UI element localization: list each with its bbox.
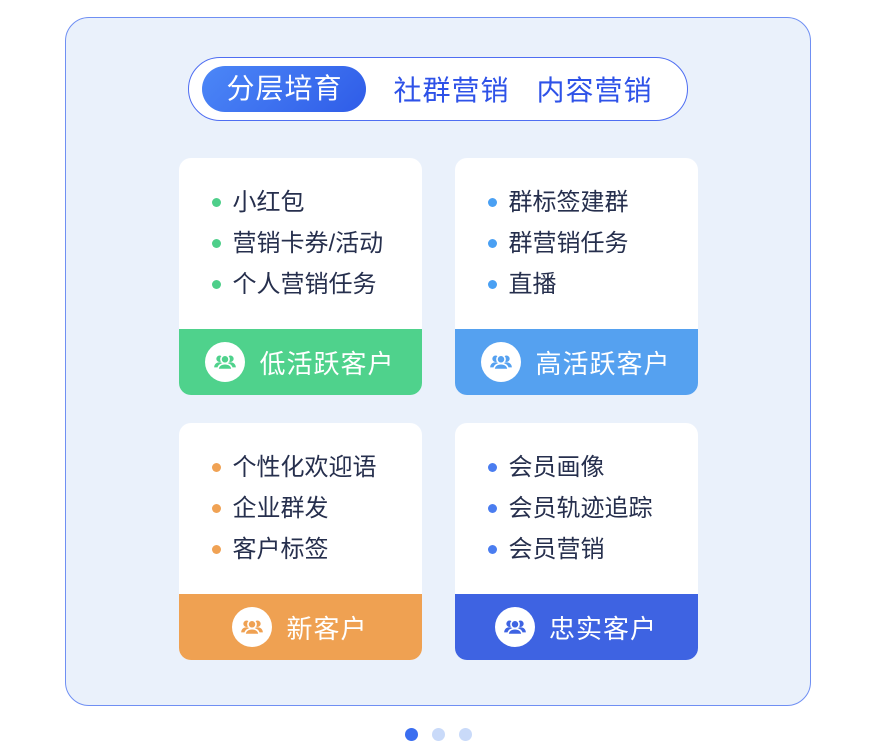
list-item: 营销卡券/活动	[212, 223, 422, 264]
segment-banner-label: 低活跃客户	[259, 348, 395, 379]
pagination-dot-1[interactable]	[404, 728, 418, 741]
list-item: 群营销任务	[488, 223, 698, 264]
pagination-dot-2[interactable]	[431, 728, 445, 741]
list-item: 个性化欢迎语	[212, 447, 422, 488]
segment-banner-loyal-customer: 忠实客户	[454, 594, 698, 660]
list-item: 群标签建群	[488, 182, 698, 223]
pagination-dot-3[interactable]	[458, 728, 472, 741]
feature-list: 小红包 营销卡券/活动 个人营销任务	[179, 158, 422, 329]
segment-banner-high-activity: 高活跃客户	[454, 329, 698, 395]
list-item: 会员轨迹追踪	[488, 488, 698, 529]
tab-layered-cultivation[interactable]: 分层培育	[202, 66, 367, 112]
segment-banner-low-activity: 低活跃客户	[178, 329, 422, 395]
tab-content-marketing[interactable]: 内容营销	[536, 75, 653, 106]
list-item: 客户标签	[212, 529, 422, 570]
segment-banner-label: 忠实客户	[548, 613, 657, 644]
tab-community-marketing[interactable]: 社群营销	[393, 75, 510, 106]
list-item: 会员画像	[488, 447, 698, 488]
card-grid: 小红包 营销卡券/活动 个人营销任务 低活跃客户	[178, 158, 698, 660]
people-group-icon	[494, 607, 535, 647]
list-item: 个人营销任务	[212, 264, 422, 305]
carousel-pagination	[65, 728, 811, 741]
people-group-icon	[205, 342, 246, 382]
segment-banner-label: 高活跃客户	[535, 348, 671, 379]
people-group-icon	[481, 342, 522, 382]
card-high-activity-customer: 群标签建群 群营销任务 直播 高活跃客户	[454, 158, 698, 395]
list-item: 直播	[488, 264, 698, 305]
segment-banner-label: 新客户	[286, 613, 368, 644]
list-item: 企业群发	[212, 488, 422, 529]
marketing-feature-panel: 分层培育 社群营销 内容营销 小红包 营销卡券/活动 个人营销任务	[65, 17, 811, 706]
card-low-activity-customer: 小红包 营销卡券/活动 个人营销任务 低活跃客户	[178, 158, 422, 395]
list-item: 会员营销	[488, 529, 698, 570]
segment-banner-new-customer: 新客户	[178, 594, 422, 660]
people-group-icon	[232, 607, 273, 647]
feature-list: 会员画像 会员轨迹追踪 会员营销	[455, 423, 698, 594]
card-new-customer: 个性化欢迎语 企业群发 客户标签 新客户	[178, 423, 422, 660]
feature-list: 个性化欢迎语 企业群发 客户标签	[179, 423, 422, 594]
card-loyal-customer: 会员画像 会员轨迹追踪 会员营销 忠实客户	[454, 423, 698, 660]
feature-list: 群标签建群 群营销任务 直播	[455, 158, 698, 329]
tab-bar: 分层培育 社群营销 内容营销	[188, 57, 688, 121]
list-item: 小红包	[212, 182, 422, 223]
